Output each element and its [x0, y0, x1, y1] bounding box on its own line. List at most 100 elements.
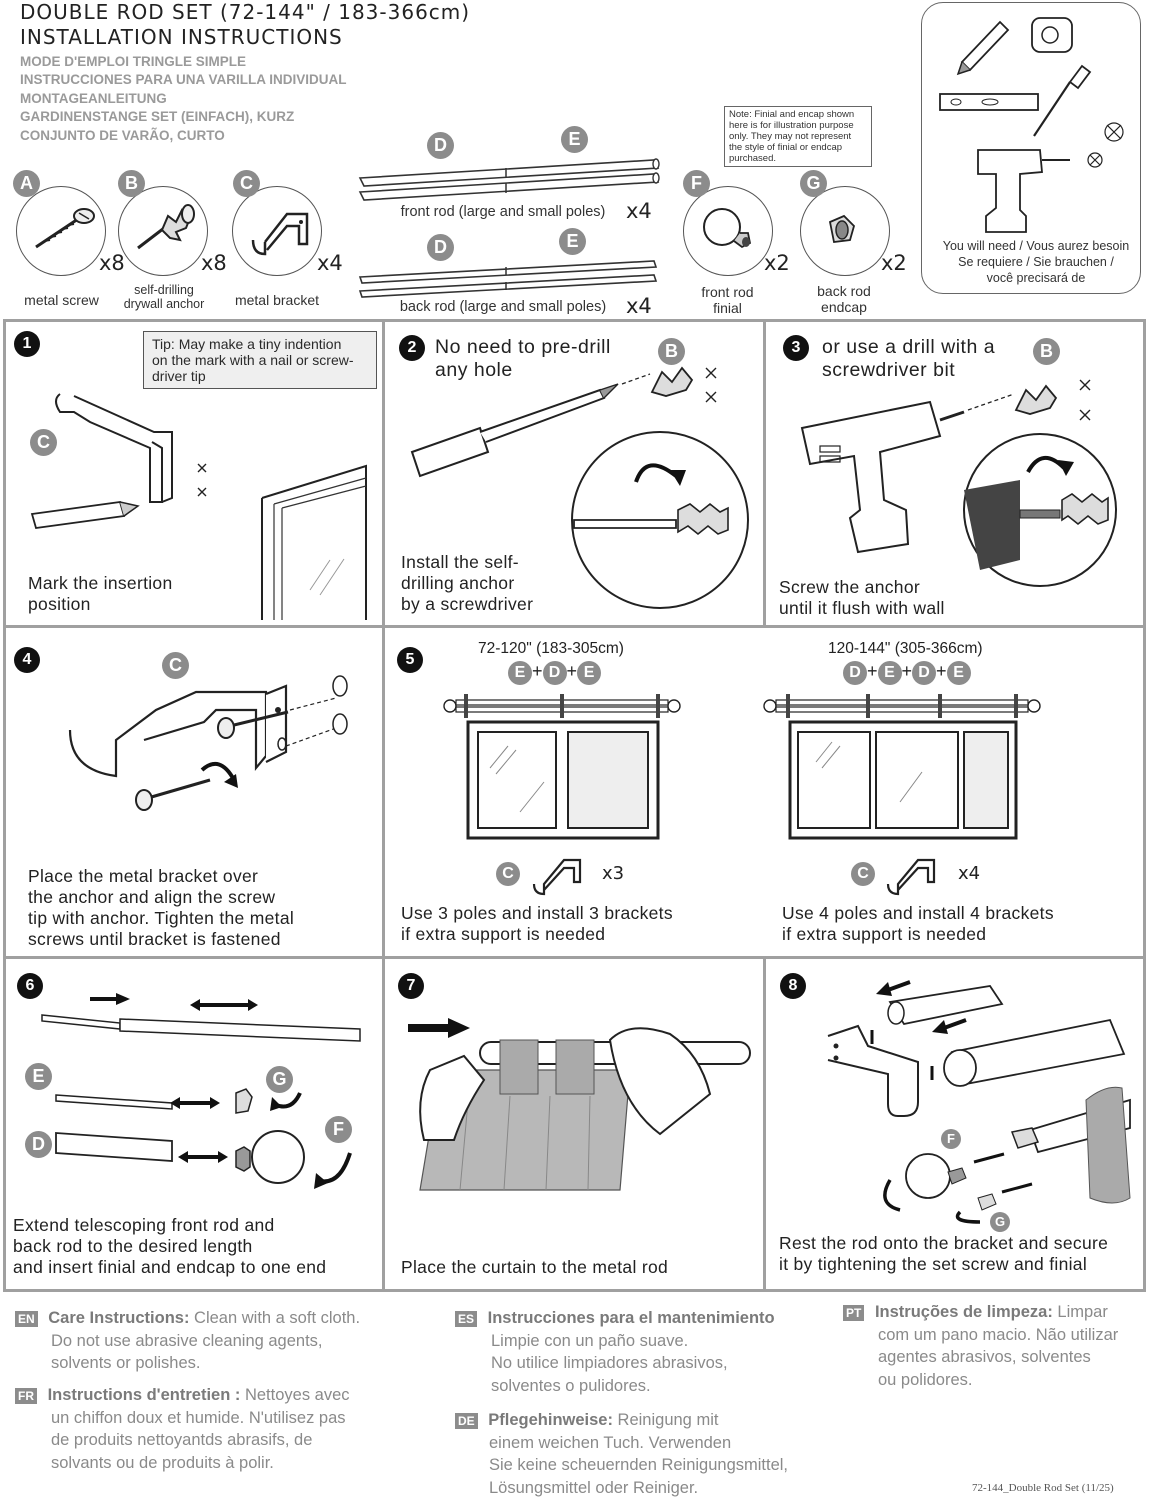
- front-rod-label-e: E: [561, 126, 588, 153]
- lang-tag-es: ES: [455, 1311, 478, 1327]
- care-en-line-3: solvents or polishes.: [51, 1354, 201, 1373]
- step-8-text-2: it by tightening the set screw and finia…: [779, 1254, 1088, 1274]
- step-1-illustration: [30, 393, 367, 620]
- step-5-right-text-2: if extra support is needed: [782, 924, 987, 944]
- document-code: 72-144_Double Rod Set (11/25): [972, 1482, 1114, 1494]
- step-5-right-part-c: C: [851, 862, 875, 886]
- care-pt-line-4: ou polidores.: [878, 1370, 973, 1389]
- step-5-number: 5: [397, 647, 423, 673]
- care-fr-line-3: de produits nettoyantds abrasifs, de: [51, 1431, 313, 1450]
- back-rod-caption: back rod (large and small poles): [399, 299, 607, 315]
- tape-measure-icon: [1031, 17, 1073, 53]
- part-label-a: A: [13, 170, 40, 197]
- step-4-illustration: [68, 675, 348, 811]
- step-6-text: Extend telescoping front rod and back ro…: [13, 1215, 326, 1278]
- step-6-illustration: [41, 993, 361, 1189]
- tools-caption-3: você precisará de: [986, 271, 1086, 285]
- step-5-left-text-1: Use 3 poles and install 3 brackets: [401, 903, 673, 923]
- step-1-tip: Tip: May make a tiny indention on the ma…: [143, 331, 377, 389]
- step-4-text-1: Place the metal bracket over: [28, 866, 259, 886]
- level-icon: [939, 93, 1039, 111]
- step-2-text-3: by a screwdriver: [401, 594, 534, 614]
- lang-title-es: INSTRUCCIONES PARA UNA VARILLA INDIVIDUA…: [20, 72, 347, 88]
- step-8-text-1: Rest the rod onto the bracket and secure: [779, 1233, 1109, 1253]
- step-5-left-text: Use 3 poles and install 3 brackets if ex…: [401, 903, 673, 945]
- pencil-icon: [956, 20, 1010, 76]
- care-en-line-1: Clean with a soft cloth.: [189, 1309, 361, 1327]
- care-de-line-1: Reinigung mit: [612, 1411, 719, 1429]
- care-es: ES Instrucciones para el mantenimiento L…: [455, 1307, 835, 1397]
- front-rod-illustration: [358, 158, 660, 201]
- lang-title-fr: MODE D'EMPLOI TRINGLE SIMPLE: [20, 54, 246, 69]
- note-line-5: purchased.: [729, 153, 777, 164]
- step-7-text: Place the curtain to the metal rod: [401, 1257, 669, 1277]
- step-6-part-f: F: [325, 1116, 352, 1143]
- step-5-left-range: 72-120" (183-305cm): [478, 640, 624, 657]
- combo-e2: E: [577, 661, 602, 685]
- note-line-1: Note: Finial and encap shown: [729, 109, 855, 120]
- lang-title-de: MONTAGEANLEITUNG: [20, 90, 167, 106]
- step-3-illustration: [800, 379, 1117, 587]
- bracket-icon: [532, 858, 582, 896]
- step-2-heading-1: No need to pre-drill: [435, 336, 611, 358]
- step-3-heading: or use a drill with a screwdriver bit: [822, 336, 995, 382]
- drill-icon: [800, 400, 965, 554]
- part-b-qty: x8: [201, 251, 227, 275]
- step-1-part-c: C: [30, 429, 57, 456]
- care-pt-line-2: com um pano macio. Não utilizar: [878, 1325, 1119, 1344]
- bracket-icon: [251, 212, 309, 256]
- step-3-text-2: until it flush with wall: [779, 598, 945, 618]
- care-pt: PT Instruções de limpeza: Limpar com um …: [843, 1301, 1143, 1391]
- front-rod-qty: x4: [626, 199, 652, 223]
- hand-left: [419, 1054, 486, 1141]
- step-5-left-window: [443, 694, 681, 840]
- step-3-text: Screw the anchor until it flush with wal…: [779, 577, 945, 619]
- step-8-number: 8: [780, 973, 806, 999]
- lang-tag-pt: PT: [843, 1305, 865, 1321]
- step-6-part-d: D: [25, 1131, 52, 1158]
- step-4-part-c: C: [162, 652, 189, 679]
- part-c-caption: metal bracket: [234, 292, 320, 308]
- note-line-3: only. They may not represent: [729, 131, 852, 142]
- step-6-number: 6: [17, 973, 43, 999]
- care-es-title: Instrucciones para el mantenimiento: [487, 1309, 775, 1327]
- back-rod-illustration: [358, 260, 658, 298]
- care-fr: FR Instructions d'entretien : Nettoyes a…: [15, 1384, 415, 1474]
- step-5-left-combo: E+D+E: [508, 661, 602, 687]
- step-2-text: Install the self- drilling anchor by a s…: [401, 552, 533, 615]
- drill-icon: [977, 149, 1103, 233]
- step-2-text-1: Install the self-: [401, 552, 519, 572]
- care-de-line-2: einem weichen Tuch. Verwenden: [489, 1433, 732, 1452]
- bracket-icon: [827, 1024, 919, 1117]
- step-5-right-combo: D+E+D+E: [843, 661, 971, 687]
- step-2-text-2: drilling anchor: [401, 573, 515, 593]
- part-g-qty: x2: [881, 251, 907, 275]
- combo-d1: D: [843, 661, 867, 685]
- step-5-left-text-2: if extra support is needed: [401, 924, 606, 944]
- part-b-caption-2: drywall anchor: [123, 297, 205, 311]
- lang-tag-fr: FR: [15, 1388, 37, 1404]
- care-pt-title: Instruções de limpeza:: [874, 1303, 1053, 1321]
- care-es-line-2: No utilice limpiadores abrasivos,: [491, 1354, 728, 1373]
- part-f-caption: front rod finial: [680, 284, 775, 316]
- step-1-text-2: position: [28, 594, 91, 614]
- step-3-heading-1: or use a drill with a: [822, 336, 996, 358]
- part-f-caption-2: finial: [713, 300, 742, 316]
- care-pt-line-3: agentes abrasivos, solventes: [878, 1348, 1091, 1367]
- step-5-right-range: 120-144" (305-366cm): [828, 640, 983, 657]
- screw-icon: [35, 208, 95, 249]
- lang-tag-de: DE: [455, 1413, 478, 1429]
- step-1-text-1: Mark the insertion: [28, 573, 173, 593]
- step-4-text-3: tip with anchor. Tighten the metal: [28, 908, 295, 928]
- care-en-title: Care Instructions:: [48, 1309, 190, 1327]
- finial-note: Note: Finial and encap shown here is for…: [724, 106, 872, 167]
- combo-e2: E: [946, 661, 971, 685]
- step-2-heading: No need to pre-drill any hole: [435, 336, 611, 382]
- step-1-text: Mark the insertion position: [28, 573, 173, 615]
- tools-caption: You will need / Vous aurez besoin Se req…: [936, 238, 1136, 286]
- step-6-text-1: Extend telescoping front rod and: [13, 1215, 275, 1235]
- part-f-qty: x2: [764, 251, 790, 275]
- step-2-heading-2: any hole: [435, 359, 513, 381]
- step-4-text-4: screws until bracket is fastened: [28, 929, 281, 949]
- care-de-line-3: Sie keine scheuernden Reinigungsmittel,: [489, 1456, 789, 1475]
